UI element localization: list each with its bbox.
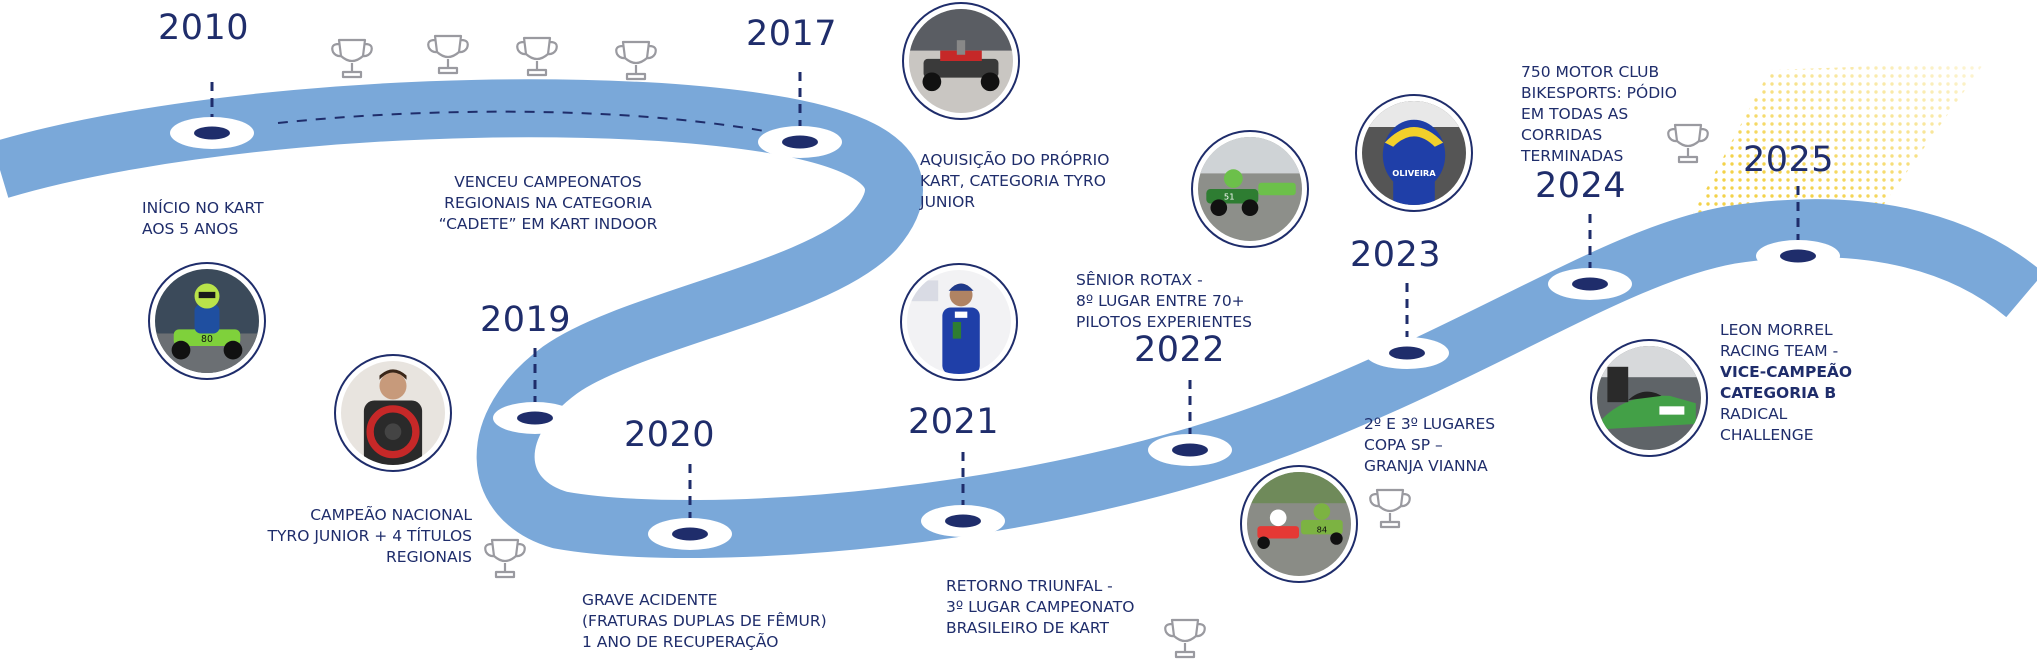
trophy-shape (484, 538, 526, 579)
trophy-shape (427, 34, 469, 75)
node-dot-2019 (517, 411, 553, 425)
year-label-2025: 2025 (1743, 140, 1835, 180)
caption-2020: GRAVE ACIDENTE(FRATURAS DUPLAS DE FÊMUR)… (582, 591, 827, 651)
photo-2022-karts-paddock: 51 (1191, 130, 1309, 248)
photo-2023-karts-race: 84 (1240, 465, 1358, 583)
trophy-icon (331, 38, 373, 79)
node-dot-2021 (945, 514, 981, 528)
year-label-2021: 2021 (908, 402, 1000, 442)
node-dot-2022 (1172, 443, 1208, 457)
kart-number: 51 (1224, 191, 1235, 201)
paddock-karts-photo-illustration: 51 (1198, 137, 1302, 241)
node-dot-2020 (672, 527, 708, 541)
trophy-shape (615, 40, 657, 81)
radical-car-photo-illustration (1597, 346, 1701, 450)
node-dot-2025 (1780, 249, 1816, 263)
year-label-2024: 2024 (1535, 166, 1627, 206)
yellow-dotted-highlight (1680, 62, 1985, 238)
kart-number: 80 (201, 334, 213, 345)
year-label-2023: 2023 (1350, 235, 1442, 275)
year-label-2017: 2017 (746, 14, 838, 54)
trophy-shape (1164, 618, 1206, 659)
photo-2010-kart: 80 (148, 262, 266, 380)
driver-podium-photo-illustration (907, 270, 1011, 374)
trophy-icon (484, 538, 526, 579)
steering-wheel-photo-illustration (341, 361, 445, 465)
trophy-icons (331, 34, 1709, 659)
photo-2025-radical-car (1590, 339, 1708, 457)
year-label-2022: 2022 (1134, 330, 1226, 370)
timeline-road (0, 79, 2037, 558)
node-dot-2023 (1389, 346, 1425, 360)
trophy-shape (1369, 488, 1411, 529)
photo-2017-kart-garage (902, 2, 1020, 120)
helmet-text: OLIVEIRA (1392, 168, 1436, 178)
trophy-icon (1369, 488, 1411, 529)
kart-photo-illustration: 80 (155, 269, 259, 373)
helmet-photo-illustration: OLIVEIRA (1362, 101, 1466, 205)
node-dot-2010 (194, 126, 230, 140)
kart-number: 84 (1317, 524, 1328, 534)
trophy-icon (427, 34, 469, 75)
photo-2023-helmet: OLIVEIRA (1355, 94, 1473, 212)
photo-2021-driver-trophy (900, 263, 1018, 381)
trophy-icon (516, 36, 558, 77)
year-label-2010: 2010 (158, 8, 250, 48)
road-dashed-line (277, 110, 771, 133)
node-dot-2017 (782, 135, 818, 149)
caption-2022: SÊNIOR ROTAX -8º LUGAR ENTRE 70+PILOTOS … (1076, 271, 1253, 331)
trophy-shape (331, 38, 373, 79)
race-karts-photo-illustration: 84 (1247, 472, 1351, 576)
timeline-nodes (170, 72, 1840, 550)
trophy-icon (615, 40, 657, 81)
year-label-2020: 2020 (624, 415, 716, 455)
year-label-2019: 2019 (480, 300, 572, 340)
trophy-shape (516, 36, 558, 77)
node-dot-2024 (1572, 277, 1608, 291)
trophy-shape (1667, 123, 1709, 164)
garage-kart-photo-illustration (909, 9, 1013, 113)
photo-2019-steering-wheel (334, 354, 452, 472)
trophy-icon (1164, 618, 1206, 659)
trophy-icon (1667, 123, 1709, 164)
